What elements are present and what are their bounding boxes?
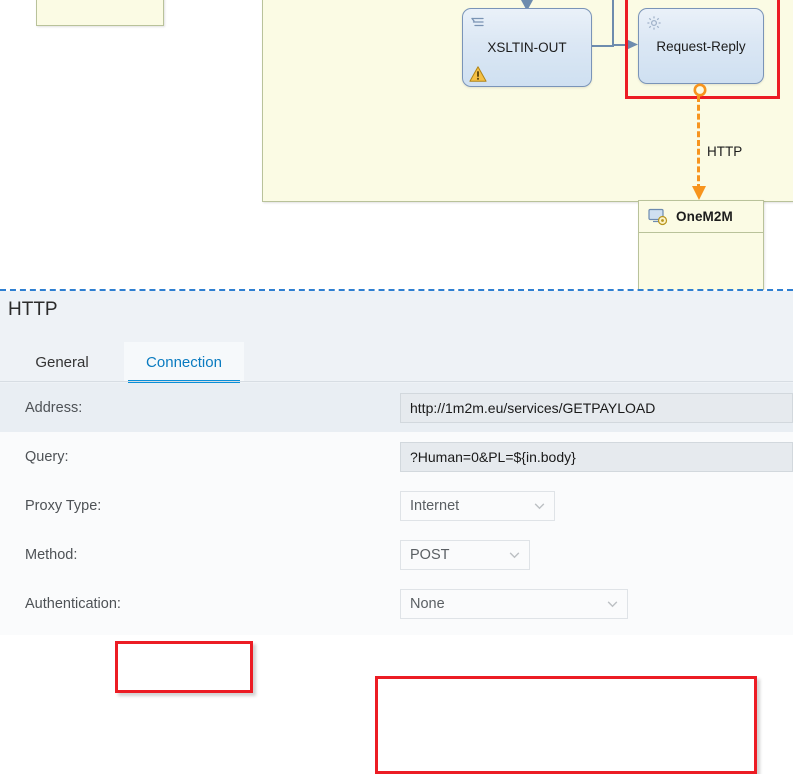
participant-onem2m[interactable]: OneM2M <box>638 200 764 290</box>
list-icon <box>471 17 484 27</box>
connector-to-request-reply <box>612 44 632 46</box>
form-row-proxy-type: Proxy Type: Internet <box>0 481 793 530</box>
participant-label: OneM2M <box>676 209 733 224</box>
chevron-down-icon <box>534 503 545 510</box>
message-flow-label: HTTP <box>707 144 743 159</box>
arrowhead-into-xsltin <box>521 0 533 11</box>
connector-vertical-bus <box>612 0 614 47</box>
form-row-address: Address: http://1m2m.eu/services/GETPAYL… <box>0 383 793 432</box>
proxy-type-value: Internet <box>410 497 460 514</box>
method-label: Method: <box>25 546 78 563</box>
form-row-method: Method: POST <box>0 530 793 579</box>
tab-bar-divider <box>0 381 793 382</box>
tab-bar: General Connection <box>0 342 793 383</box>
connection-form: Address: http://1m2m.eu/services/GETPAYL… <box>0 383 793 635</box>
method-select[interactable]: POST <box>400 539 530 570</box>
query-label: Query: <box>25 448 69 465</box>
message-flow-start-icon <box>693 83 707 97</box>
message-flow-line <box>697 96 700 190</box>
onem2m-icon <box>648 208 668 225</box>
arrowhead-request-reply <box>626 39 638 50</box>
proxy-type-label: Proxy Type: <box>25 497 102 514</box>
chevron-down-icon <box>509 552 520 559</box>
connector-xsltin-out-right <box>590 45 614 47</box>
panel-title: HTTP <box>8 299 58 320</box>
properties-panel: HTTP General Connection Address: http://… <box>0 291 793 774</box>
form-row-authentication: Authentication: None <box>0 579 793 628</box>
highlight-connection-tab <box>115 641 253 693</box>
node-label: XSLTIN-OUT <box>487 40 567 55</box>
node-label: Request-Reply <box>656 38 746 54</box>
form-row-query: Query: ?Human=0&PL=${in.body} <box>0 432 793 481</box>
tab-general[interactable]: General <box>35 353 89 371</box>
authentication-value: None <box>410 595 445 612</box>
pool-secondary[interactable] <box>36 0 164 26</box>
authentication-select[interactable]: None <box>400 588 628 619</box>
query-input[interactable]: ?Human=0&PL=${in.body} <box>400 441 793 472</box>
method-value: POST <box>410 546 450 563</box>
node-xsltin-out[interactable]: XSLTIN-OUT <box>462 8 592 87</box>
authentication-label: Authentication: <box>25 595 121 612</box>
node-request-reply[interactable]: Request-Reply <box>638 8 764 84</box>
diagram-canvas[interactable]: XSLTIN-OUT Request-Reply <box>0 0 793 290</box>
message-flow-arrowhead <box>692 186 706 200</box>
highlight-address-query-fields <box>375 676 757 774</box>
tab-connection[interactable]: Connection <box>124 342 244 382</box>
address-input[interactable]: http://1m2m.eu/services/GETPAYLOAD <box>400 392 793 423</box>
address-label: Address: <box>25 399 83 416</box>
highlight-request-reply <box>625 0 780 99</box>
gear-icon <box>647 16 661 30</box>
panel-splitter[interactable] <box>0 289 793 291</box>
warning-icon[interactable] <box>469 65 487 83</box>
proxy-type-select[interactable]: Internet <box>400 490 555 521</box>
chevron-down-icon <box>607 601 618 608</box>
participant-header: OneM2M <box>639 201 763 233</box>
